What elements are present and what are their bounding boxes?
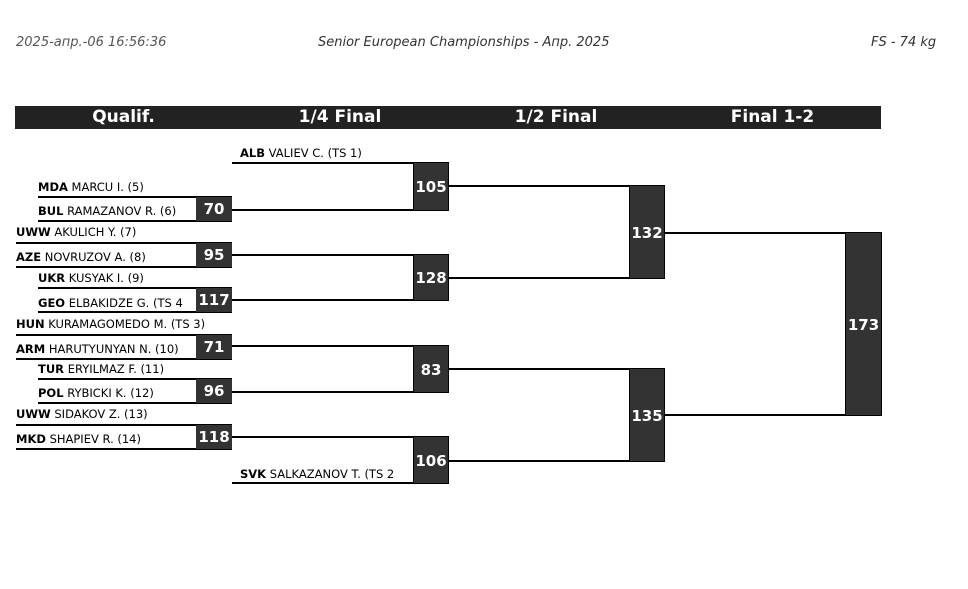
bout-number: 135 [629, 368, 665, 462]
wrestler-entry: UWW SIDAKOV Z. (13) [16, 407, 148, 421]
bracket-line [38, 196, 232, 198]
event-title: Senior European Championships - Апр. 202… [318, 35, 610, 50]
wrestler-entry: UKR KUSYAK I. (9) [38, 271, 144, 285]
bout-number: 128 [413, 254, 449, 301]
wrestler-entry: ALB VALIEV C. (TS 1) [240, 146, 362, 160]
bracket-line [448, 460, 664, 462]
wrestler-entry: MDA MARCU I. (5) [38, 180, 144, 194]
wrestler-entry: ARM HARUTYUNYAN N. (10) [16, 342, 179, 356]
weight-category: FS - 74 kg [871, 35, 937, 50]
bracket-line [448, 277, 664, 279]
wrestler-entry: UWW AKULICH Y. (7) [16, 225, 137, 239]
bracket-line [232, 254, 448, 256]
bracket-line [448, 185, 664, 187]
round-final: Final 1-2 [730, 107, 815, 127]
bracket-line [38, 311, 232, 313]
round-semi-final: 1/2 Final [514, 107, 598, 127]
timestamp: 2025-апр.-06 16:56:36 [16, 35, 167, 50]
bracket-line [16, 242, 232, 244]
bout-number: 71 [196, 335, 232, 359]
bracket-line [664, 232, 881, 234]
wrestler-entry: BUL RAMAZANOV R. (6) [38, 204, 177, 218]
bout-number: 106 [413, 436, 449, 484]
wrestler-entry: SVK SALKAZANOV T. (TS 2 [240, 467, 395, 481]
bout-number: 96 [196, 379, 232, 403]
bracket-line [232, 482, 448, 484]
bout-number: 83 [413, 345, 449, 393]
bracket-line [232, 345, 448, 347]
wrestler-entry: HUN KURAMAGOMEDO M. (TS 3) [16, 317, 206, 331]
bracket-line [16, 358, 232, 360]
bracket-line [664, 414, 881, 416]
bout-number: 132 [629, 185, 665, 279]
bout-number: 95 [196, 243, 232, 267]
rounds-header-bar [15, 106, 881, 129]
bracket-line [232, 391, 448, 393]
bout-number: 70 [196, 197, 232, 221]
round-qualif: Qualif. [92, 107, 155, 127]
wrestler-entry: AZE NOVRUZOV A. (8) [16, 250, 146, 264]
bout-number: 118 [196, 425, 232, 449]
bracket-line [232, 209, 448, 211]
bout-number: 173 [845, 232, 882, 416]
bout-number: 117 [196, 288, 232, 312]
bracket-line [448, 368, 664, 370]
bout-number: 105 [413, 162, 449, 211]
bracket-line [232, 299, 448, 301]
bracket-line [232, 162, 448, 164]
bracket-line [232, 436, 448, 438]
bracket-line [16, 448, 232, 450]
bracket-line [38, 402, 232, 404]
round-quarter-final: 1/4 Final [298, 107, 382, 127]
bracket-line [16, 266, 232, 268]
bracket-line [38, 378, 232, 380]
wrestler-entry: TUR ERYILMAZ F. (11) [38, 362, 165, 376]
wrestler-entry: POL RYBICKI K. (12) [38, 386, 154, 400]
wrestler-entry: GEO ELBAKIDZE G. (TS 4 [38, 296, 183, 310]
bracket-line [16, 334, 232, 336]
bracket-line [38, 287, 232, 289]
bracket-line [16, 424, 232, 426]
bracket-line [38, 220, 232, 222]
wrestler-entry: MKD SHAPIEV R. (14) [16, 432, 141, 446]
